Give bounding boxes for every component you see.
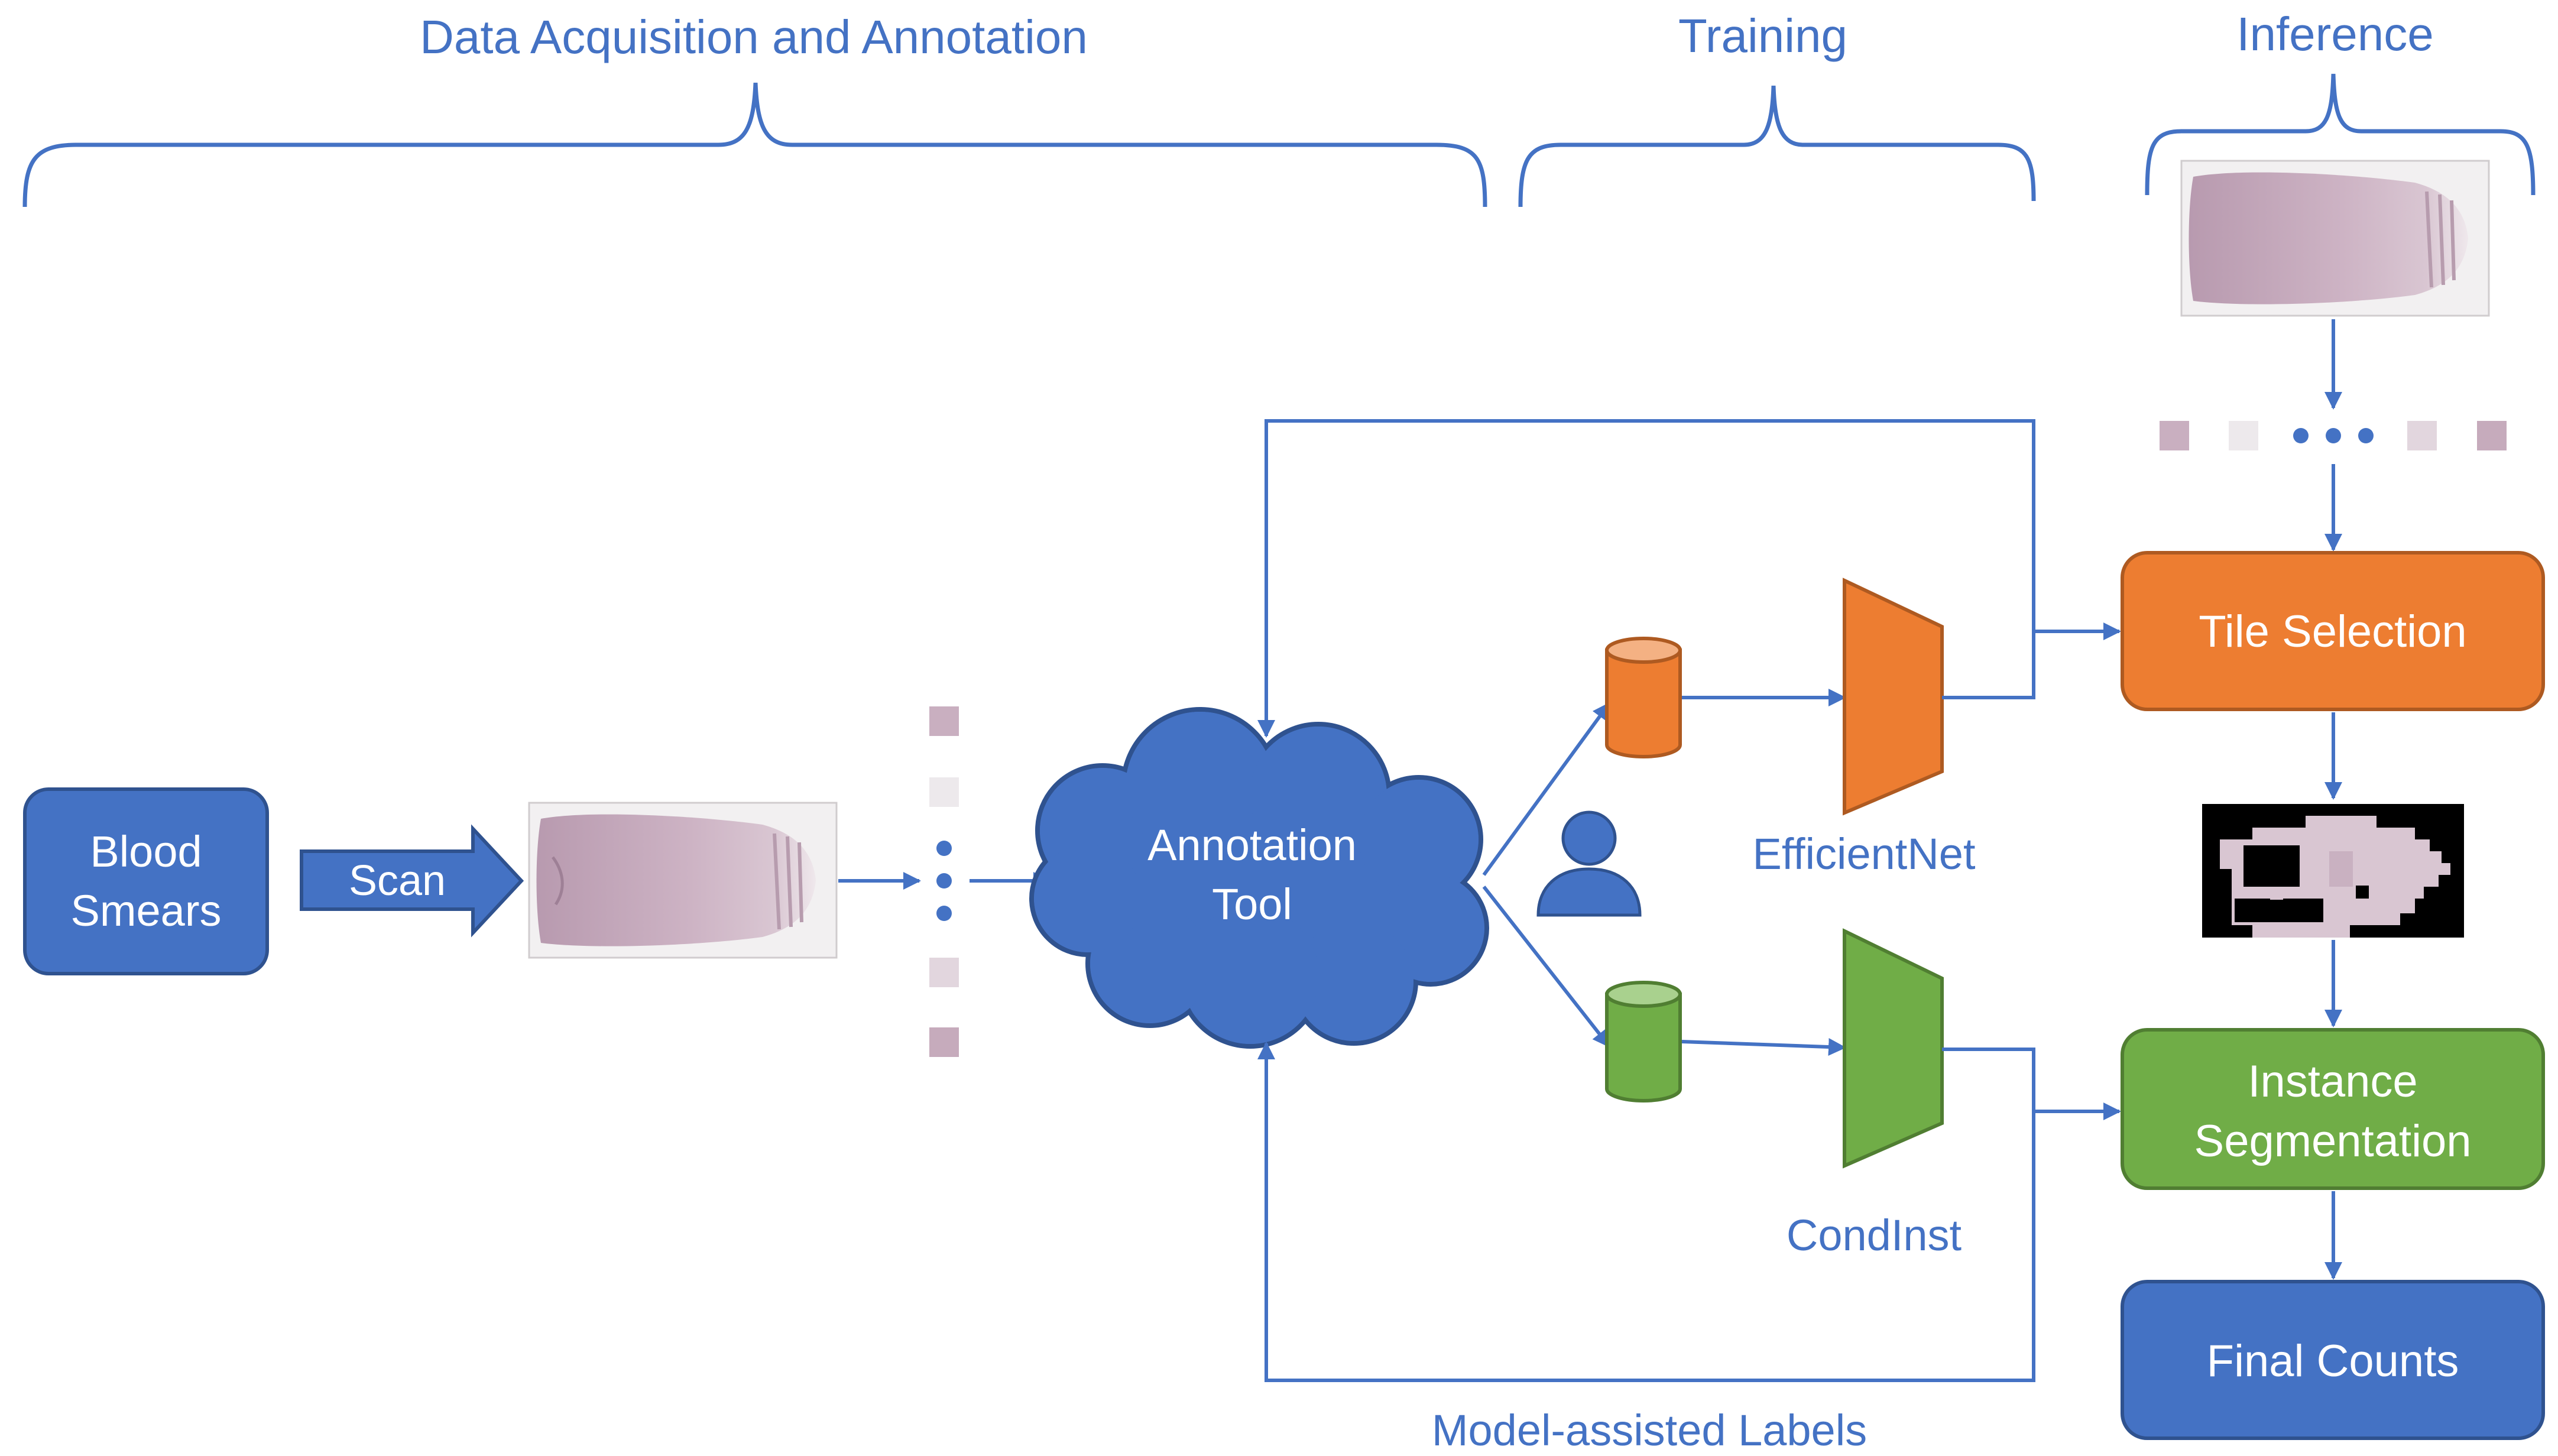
arrow-green-db-to-condinst (1681, 1038, 1846, 1056)
tile-mask-image (2202, 804, 2464, 938)
annotation-tool-label-line1: Annotation (1147, 821, 1357, 870)
instance-segmentation-node: Instance Segmentation (2121, 1028, 2545, 1190)
arrow-annotation-to-green-db (1482, 886, 1611, 1048)
tile-thumbnail (929, 1027, 959, 1057)
instance-segmentation-label-line1: Instance (2248, 1056, 2417, 1107)
tile-thumbnail (929, 777, 959, 807)
final-counts-label: Final Counts (2207, 1336, 2459, 1386)
smear-slide-image (528, 802, 838, 959)
brace-training (1518, 85, 2036, 207)
brace-acquisition (22, 82, 1487, 207)
tile-thumbnail (2229, 421, 2258, 450)
feedback-loop-top (1257, 419, 2035, 738)
tile-thumbnail (929, 958, 959, 987)
ellipsis-dot (2358, 428, 2374, 443)
condinst-label: CondInst (1787, 1211, 1962, 1260)
orange-database-icon (1605, 637, 1682, 758)
tile-selection-label: Tile Selection (2199, 607, 2466, 657)
green-database-icon (1605, 981, 1682, 1102)
section-title-training: Training (1678, 9, 1847, 62)
annotation-tool-node: Annotation Tool (1029, 707, 1489, 1049)
instance-segmentation-label-line2: Segmentation (2194, 1116, 2472, 1166)
ellipsis-dot (2326, 428, 2341, 443)
brace-inference (2145, 73, 2536, 196)
final-counts-node: Final Counts (2121, 1280, 2545, 1440)
feedback-loop-bottom (1257, 1042, 2035, 1382)
efficientnet-label: EfficientNet (1752, 829, 1975, 878)
model-assisted-labels-label: Model-assisted Labels (1432, 1406, 1867, 1455)
arrow-annotation-to-orange-db (1482, 702, 1611, 876)
tile-thumbnail (929, 706, 959, 736)
inference-tile-row (2160, 421, 2507, 450)
tile-thumbnail (2477, 421, 2507, 450)
annotation-tool-label-line2: Tool (1212, 880, 1292, 929)
tile-selection-node: Tile Selection (2121, 551, 2545, 711)
ellipsis-dot (936, 873, 952, 888)
section-title-acquisition: Data Acquisition and Annotation (420, 11, 1088, 63)
section-title-inference: Inference (2236, 8, 2434, 60)
tile-thumbnail (2160, 421, 2189, 450)
ellipsis-dot (936, 906, 952, 921)
blood-smears-label-line1: Blood (90, 827, 202, 876)
scan-label: Scan (349, 857, 446, 904)
blood-smears-node: Blood Smears (23, 787, 269, 975)
efficientnet-model: EfficientNet (1752, 578, 1976, 878)
blood-smears-label-line2: Smears (71, 886, 222, 935)
scan-arrow: Scan (300, 824, 524, 938)
ellipsis-dot (936, 841, 952, 856)
ellipsis-dot (2293, 428, 2309, 443)
person-icon (1536, 810, 1642, 917)
inference-slide-image (2180, 160, 2490, 317)
tile-thumbnail (2407, 421, 2437, 450)
tile-column (929, 706, 959, 1057)
condinst-model: CondInst (1787, 928, 1962, 1260)
